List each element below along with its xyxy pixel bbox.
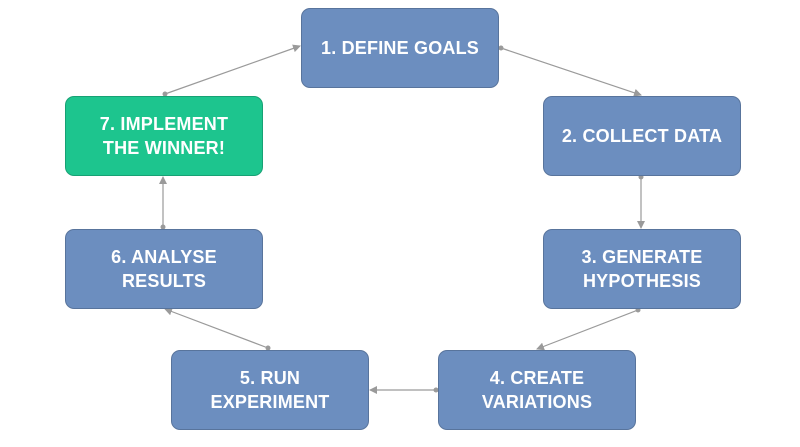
connector-2-to-3 bbox=[637, 174, 645, 229]
connector-5-to-6 bbox=[164, 307, 271, 351]
connector-3-to-4 bbox=[536, 307, 641, 351]
step-run-experiment: 5. RUN EXPERIMENT bbox=[171, 350, 369, 430]
step-define-goals: 1. DEFINE GOALS bbox=[301, 8, 499, 88]
step-create-variations: 4. CREATE VARIATIONS bbox=[438, 350, 636, 430]
connector-4-to-5 bbox=[369, 386, 439, 394]
connector-6-to-7 bbox=[159, 176, 167, 230]
step-generate-hypothesis: 3. GENERATE HYPOTHESIS bbox=[543, 229, 741, 309]
step-implement-winner: 7. IMPLEMENT THE WINNER! bbox=[65, 96, 263, 176]
connector-1-to-2 bbox=[498, 45, 642, 97]
step-analyse-results: 6. ANALYSE RESULTS bbox=[65, 229, 263, 309]
connector-7-to-1 bbox=[162, 44, 301, 97]
step-collect-data: 2. COLLECT DATA bbox=[543, 96, 741, 176]
